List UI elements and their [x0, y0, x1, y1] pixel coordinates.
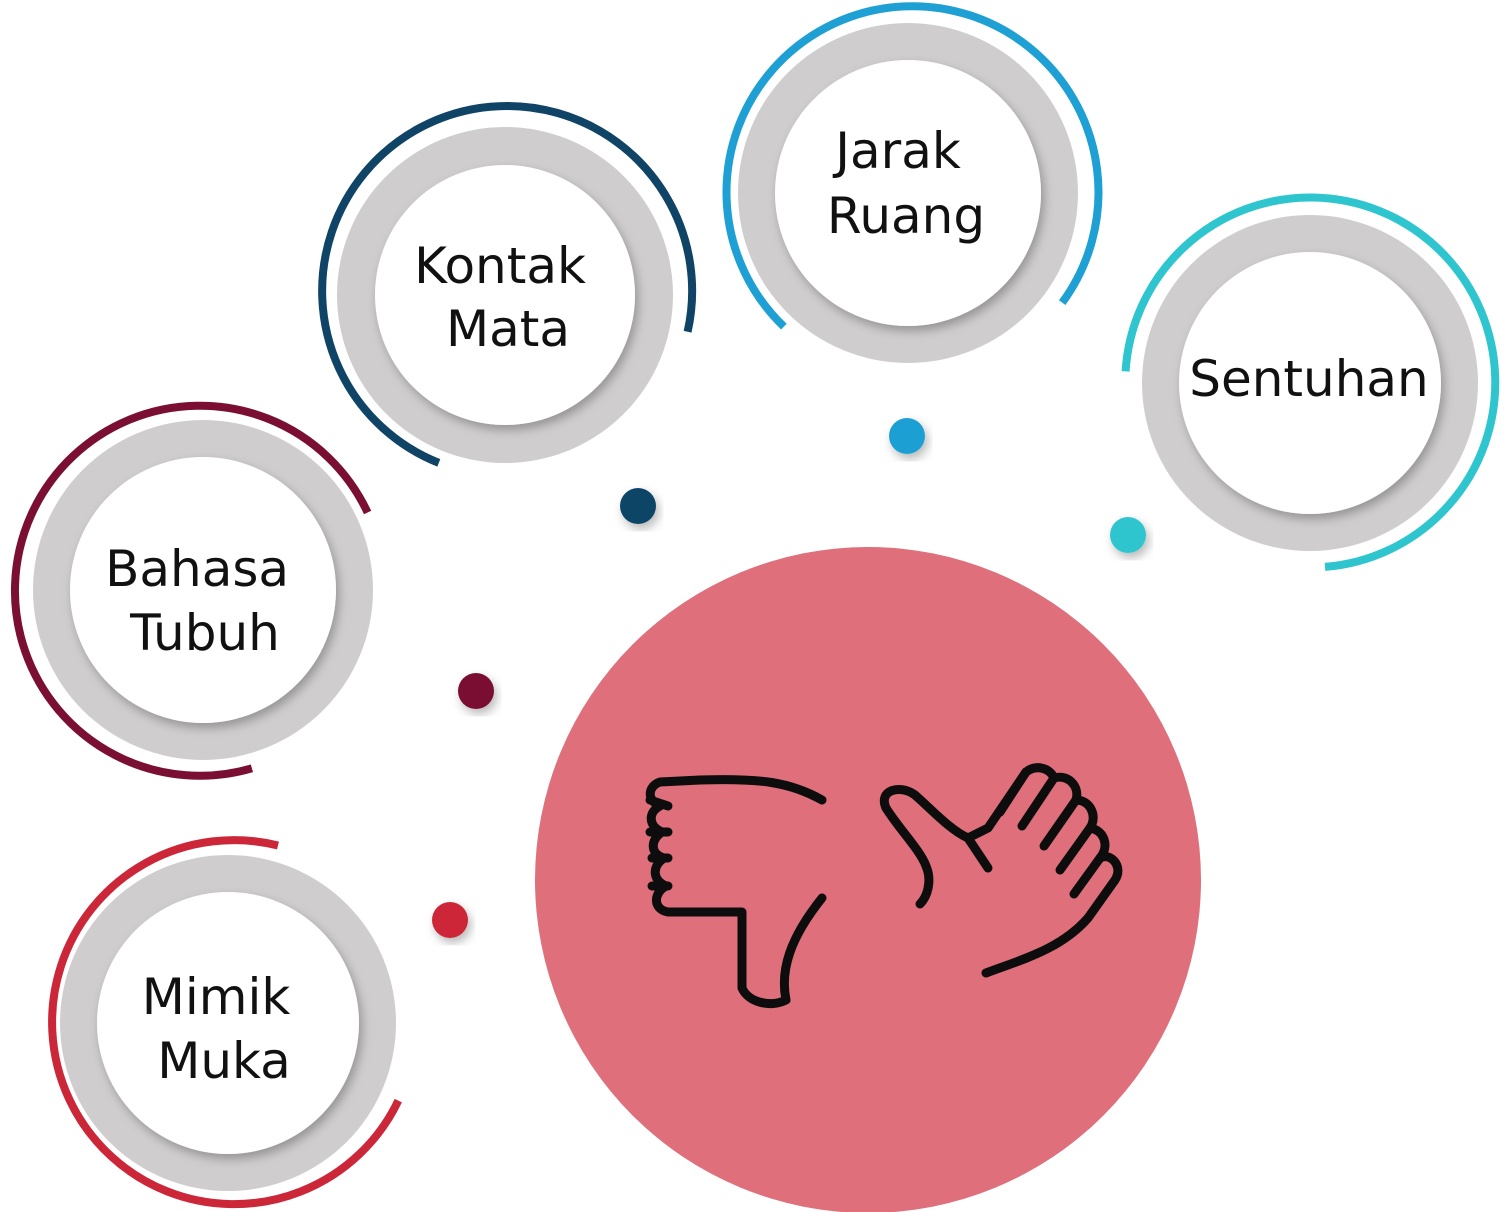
inner-circle [70, 457, 336, 723]
label-line-1: Kontak [414, 237, 586, 295]
center-hub [535, 547, 1201, 1212]
label-line-2: Ruang [827, 187, 985, 245]
dot-sentuhan [1110, 517, 1146, 553]
label-line-1: Bahasa [105, 540, 289, 598]
node-label: Jarak Ruang [827, 122, 985, 245]
label-line-2: Muka [157, 1032, 291, 1090]
label-line-1: Mimik [142, 968, 291, 1026]
node-label: Kontak Mata [414, 237, 602, 358]
node-kontak-mata: Kontak Mata [318, 102, 697, 467]
label-line-2: Mata [446, 300, 570, 358]
dot-jarak-ruang [889, 418, 925, 454]
accent-arc [48, 836, 402, 1209]
node-jarak-ruang: Jarak Ruang [722, 2, 1103, 363]
node-label: Sentuhan [1189, 350, 1429, 408]
accent-arc [722, 2, 1103, 330]
accent-arc [11, 401, 372, 780]
inner-circle [1179, 252, 1441, 514]
inner-circle [775, 60, 1041, 326]
node-bahasa-tubuh: Bahasa Tubuh [11, 401, 373, 780]
label-line-1: Sentuhan [1189, 350, 1429, 408]
dot-bahasa-tubuh [458, 673, 494, 709]
accent-arc [318, 102, 697, 467]
node-label: Mimik Muka [142, 968, 307, 1090]
inner-circle [375, 165, 635, 425]
accent-arc [1121, 193, 1500, 571]
label-line-1: Jarak [832, 122, 961, 180]
label-line-2: Tubuh [129, 604, 280, 662]
center-circle [535, 547, 1201, 1212]
node-sentuhan: Sentuhan [1121, 193, 1500, 571]
thumbs-down-thumbs-up-icon [645, 763, 1123, 1008]
inner-circle [97, 892, 359, 1154]
dot-kontak-mata [620, 488, 656, 524]
node-label: Bahasa Tubuh [105, 540, 305, 662]
dot-mimik-muka [432, 902, 468, 938]
connector-dots [432, 418, 1146, 938]
node-mimik-muka: Mimik Muka [48, 836, 402, 1209]
